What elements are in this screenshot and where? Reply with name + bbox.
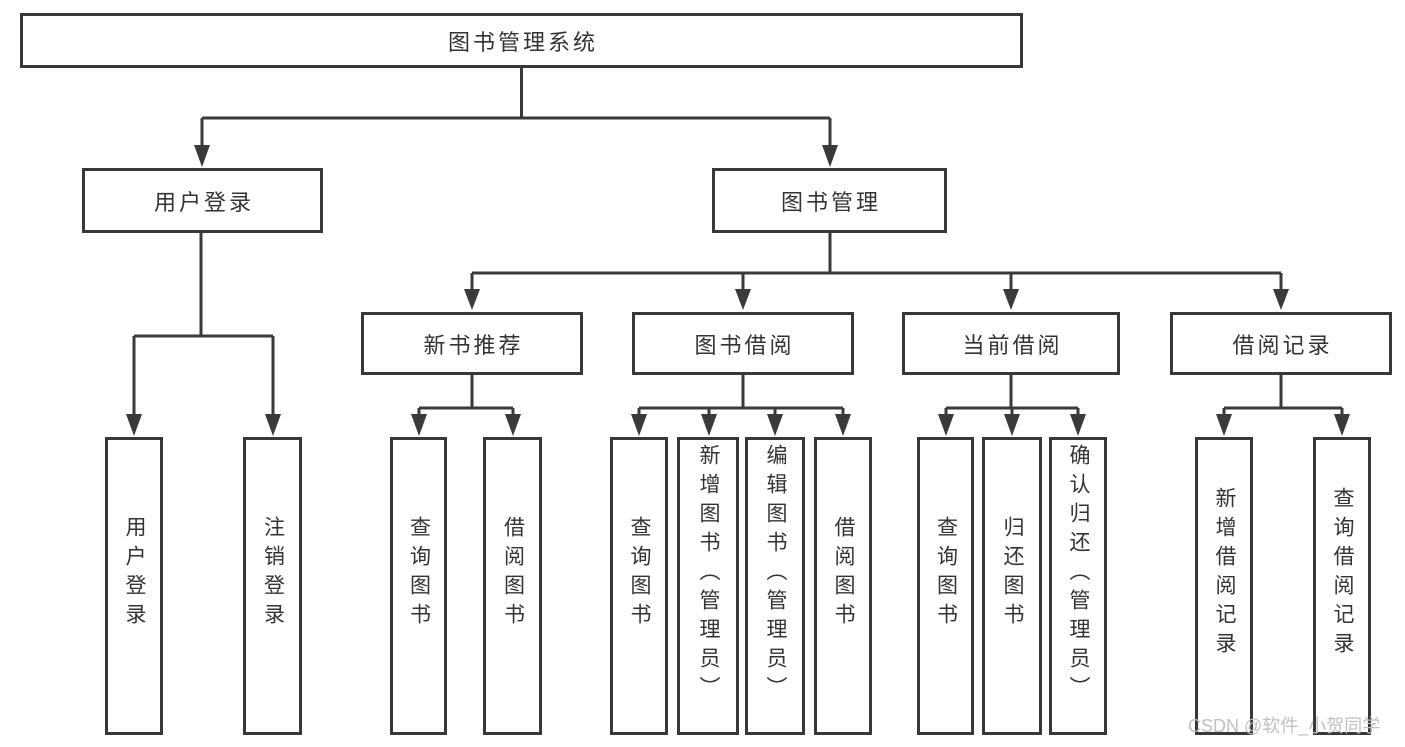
leaf-user-login: 用户登录 xyxy=(105,437,163,735)
node-library-system: 图书管理系统 xyxy=(20,13,1023,68)
node-book-management: 图书管理 xyxy=(712,168,947,233)
leaf-logout: 注销登录 xyxy=(243,437,302,735)
leaf-query-books-borrow: 查询图书 xyxy=(610,437,668,735)
csdn-watermark: CSDN @软件_小贺同学 xyxy=(1188,716,1381,736)
leaf-add-borrow-record: 新增借阅记录 xyxy=(1195,437,1253,735)
leaf-confirm-return-admin: 确认归还（管理员） xyxy=(1049,437,1107,735)
node-user-login: 用户登录 xyxy=(82,168,323,233)
leaf-borrow-books-recommend: 借阅图书 xyxy=(483,437,542,735)
leaf-query-books-recommend: 查询图书 xyxy=(390,437,447,735)
leaf-edit-book-admin: 编辑图书（管理员） xyxy=(745,437,805,735)
leaf-return-book: 归还图书 xyxy=(982,437,1042,735)
node-new-book-recommend: 新书推荐 xyxy=(361,312,583,375)
leaf-borrow-books: 借阅图书 xyxy=(814,437,872,735)
node-borrow-records: 借阅记录 xyxy=(1170,312,1392,375)
leaf-query-borrow-record: 查询借阅记录 xyxy=(1313,437,1371,735)
node-current-borrow: 当前借阅 xyxy=(902,312,1120,375)
node-book-borrow: 图书借阅 xyxy=(632,312,854,375)
leaf-add-book-admin: 新增图书（管理员） xyxy=(677,437,739,735)
leaf-query-books-current: 查询图书 xyxy=(917,437,974,735)
